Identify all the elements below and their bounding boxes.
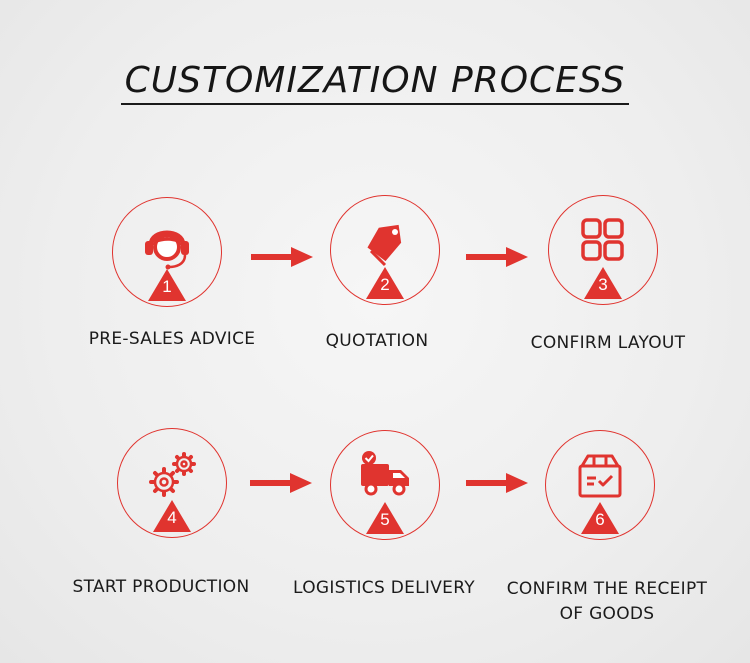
arrow-right-icon bbox=[466, 247, 528, 267]
step-number: 5 bbox=[380, 510, 390, 529]
delivery-truck-icon bbox=[361, 451, 409, 496]
step-label: START PRODUCTION bbox=[72, 577, 250, 597]
grid-layout-icon bbox=[581, 218, 624, 261]
step-badge-triangle bbox=[581, 502, 619, 534]
step-label-line: CONFIRM THE RECEIPT bbox=[506, 579, 708, 599]
step-number: 3 bbox=[598, 275, 608, 294]
arrow-right-icon bbox=[466, 473, 528, 493]
headset-icon bbox=[145, 230, 189, 270]
page-title: CUSTOMIZATION PROCESS bbox=[120, 60, 630, 105]
step-label: QUOTATION bbox=[325, 331, 429, 351]
step-6: 6 bbox=[545, 430, 655, 540]
step-2: 2 bbox=[330, 195, 440, 305]
step-circle bbox=[330, 195, 440, 305]
arrow-right-icon bbox=[250, 473, 312, 493]
step-circle bbox=[545, 430, 655, 540]
step-label: PRE-SALES ADVICE bbox=[88, 329, 256, 349]
step-label: CONFIRM LAYOUT bbox=[530, 333, 686, 353]
page-title-wrap: CUSTOMIZATION PROCESS bbox=[0, 60, 750, 105]
price-tag-icon bbox=[367, 224, 402, 267]
step-badge-triangle bbox=[366, 267, 404, 299]
step-circle bbox=[548, 195, 658, 305]
package-check-icon bbox=[578, 454, 622, 498]
step-badge-triangle bbox=[148, 269, 186, 301]
step-circle bbox=[117, 428, 227, 538]
step-4: 4 bbox=[117, 428, 227, 538]
step-badge-triangle bbox=[153, 500, 191, 532]
step-badge-triangle bbox=[584, 267, 622, 299]
step-label: LOGISTICS DELIVERY bbox=[293, 578, 475, 598]
arrow-right-icon bbox=[251, 247, 313, 267]
step-circle bbox=[112, 197, 222, 307]
step-number: 2 bbox=[380, 275, 390, 294]
step-label-line: OF GOODS bbox=[559, 604, 655, 624]
step-circle bbox=[330, 430, 440, 540]
step-3: 3 bbox=[548, 195, 658, 305]
step-number: 1 bbox=[162, 277, 172, 296]
step-number: 4 bbox=[167, 508, 177, 527]
step-number: 6 bbox=[595, 510, 605, 529]
step-5: 5 bbox=[330, 430, 440, 540]
step-label: CONFIRM THE RECEIPT OF GOODS bbox=[492, 577, 722, 627]
gears-icon bbox=[149, 452, 196, 497]
step-1: 1 bbox=[112, 197, 222, 307]
step-badge-triangle bbox=[366, 502, 404, 534]
